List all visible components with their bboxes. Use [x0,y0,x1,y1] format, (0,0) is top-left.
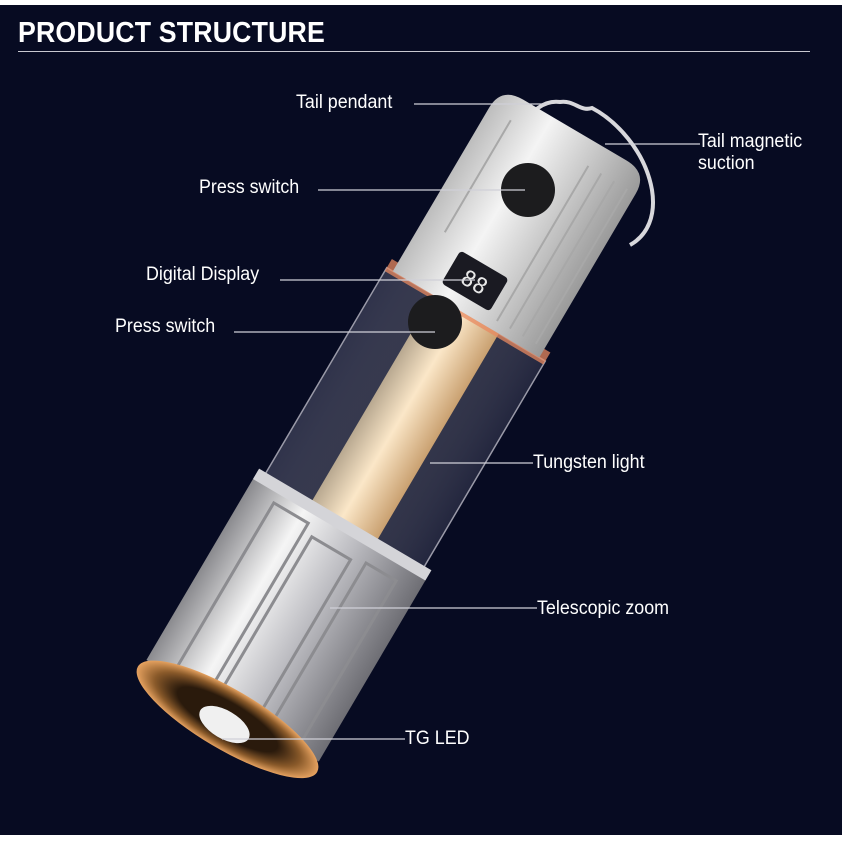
callout-lines [222,103,700,740]
press-switch-bottom-icon [408,295,462,349]
label-tail-magnetic-1: Tail magnetic [698,131,803,152]
label-press-switch-top: Press switch [199,177,300,198]
led-lens [199,705,250,744]
label-tail-pendant: Tail pendant [296,92,393,113]
label-digital-display: Digital Display [146,264,260,285]
label-press-switch-bottom: Press switch [115,316,216,337]
label-tail-magnetic-2: suction [698,153,755,174]
label-tg-led: TG LED [405,728,470,749]
title-divider [18,51,810,52]
label-telescopic-zoom: Telescopic zoom [537,598,670,619]
press-switch-top-icon [501,163,555,217]
digital-display-icon [442,251,508,311]
label-tungsten-light: Tungsten light [533,452,645,473]
page-title: PRODUCT STRUCTURE [18,17,325,49]
tail-pendant-ring [520,99,655,247]
